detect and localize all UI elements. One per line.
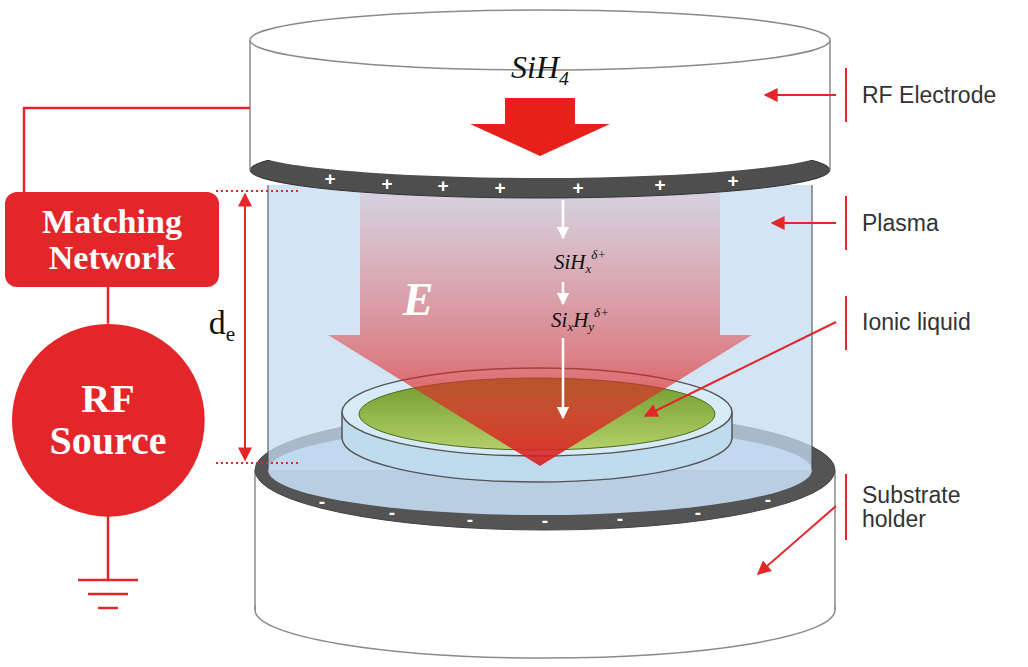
dimension-line (244, 194, 246, 460)
part-label: Plasma (862, 211, 939, 235)
gas-formula: SiH4 (511, 51, 569, 89)
field-symbol: E (403, 276, 434, 324)
flow-arrow (562, 282, 565, 304)
callout-bar (845, 196, 847, 250)
electrode-wire (24, 108, 250, 192)
electrode-side (829, 40, 831, 170)
leader-arrow (772, 222, 836, 224)
charge-sign: + (654, 176, 665, 196)
matching-network-box: Matching Network (5, 192, 219, 287)
gas-inlet-arrow (470, 98, 610, 156)
charge-sign: + (381, 174, 392, 194)
rf-wire (107, 287, 110, 324)
dimension-extension (216, 462, 300, 464)
charge-sign: - (765, 490, 771, 510)
spacing-dimension (216, 191, 300, 463)
callout-leaders (645, 68, 846, 574)
node-label: RF Source (28, 378, 188, 462)
part-label: Ionic liquid (862, 310, 971, 334)
part-label: RF Electrode (862, 83, 996, 107)
callout-bar (845, 68, 847, 122)
charge-sign: + (572, 178, 583, 198)
plasma-column (268, 185, 812, 515)
plasma-edge (268, 185, 269, 470)
callout-bar (845, 474, 847, 540)
charge-sign: - (542, 512, 548, 532)
charge-sign: + (437, 176, 448, 196)
flow-arrow (562, 338, 565, 418)
charge-sign: - (617, 510, 623, 530)
callout-bar (845, 296, 847, 350)
circle-fill (12, 324, 205, 517)
ground-symbol (98, 607, 118, 610)
dimension-label: de (209, 305, 235, 346)
ground-wire (107, 515, 110, 580)
rf-source-circle: RF Source (12, 324, 205, 517)
charge-sign: + (494, 178, 505, 198)
holder-side (834, 470, 836, 610)
species-formula: SixHyδ+ (551, 306, 609, 334)
holder-side (254, 470, 256, 610)
dimension-extension (216, 190, 300, 192)
plasma-edge (812, 185, 813, 470)
charge-sign: - (467, 510, 473, 530)
species-formula: SiHxδ+ (554, 248, 606, 276)
field-arrow (328, 190, 752, 466)
charge-sign: + (324, 169, 335, 189)
plasma-body (268, 185, 812, 470)
leader-arrow (645, 322, 836, 416)
ground-symbol (88, 593, 128, 596)
rf-electrode (250, 10, 830, 198)
ground-symbol (78, 579, 138, 582)
charge-sign: - (319, 492, 325, 512)
leader-arrow (758, 506, 836, 574)
charge-sign: + (727, 171, 738, 191)
part-label: Substrate holder (862, 483, 1012, 531)
electrode-side (249, 40, 251, 170)
charge-sign: - (389, 503, 395, 523)
charge-sign: - (695, 503, 701, 523)
leader-arrow (765, 94, 836, 96)
flow-arrow (562, 200, 565, 238)
node-label: Matching Network (13, 204, 211, 275)
